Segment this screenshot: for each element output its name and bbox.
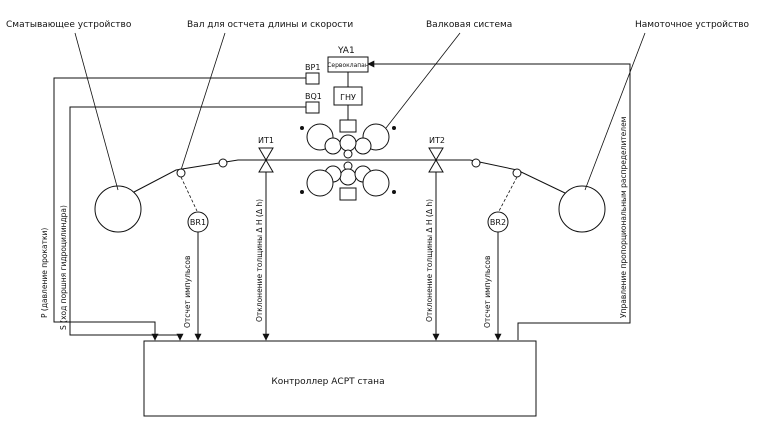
winder-coil — [558, 185, 606, 233]
unwinder-coil — [94, 185, 142, 233]
controller-label: Контроллер АСРТ стана — [271, 377, 384, 387]
stroke-wire — [69, 106, 306, 341]
guide-roller-right — [471, 158, 481, 168]
metal-strip — [133, 159, 566, 194]
bp1-sensor — [305, 72, 320, 85]
stroke-signal-label: S (ход поршня гидроцилиндра) — [59, 205, 68, 330]
roller-leader — [180, 32, 226, 171]
valve-signal-label: Управление пропорциональным распределите… — [619, 117, 628, 318]
unwinder-label: Сматывающее устройство — [6, 20, 132, 30]
pulses2-signal-label: Отсчет импульсов — [483, 256, 492, 328]
unwinder-leader — [74, 32, 119, 191]
ya1-label: YA1 — [337, 46, 355, 56]
bq1-label: BQ1 — [305, 92, 322, 101]
it1-label: ИТ1 — [258, 136, 274, 145]
mill-leader — [385, 32, 461, 129]
roller-label: Вал для остчета длины и скорости — [187, 20, 353, 30]
pressure-signal-label: Р (давление прокатки) — [40, 228, 49, 318]
thickness2-signal-label: Отклонение толщины Δ H (Δ h) — [425, 199, 434, 322]
measuring-roller-right — [512, 168, 522, 178]
winder-leader — [584, 32, 646, 191]
controller-box — [143, 340, 537, 417]
servo-label: Сервоклапан — [327, 62, 369, 69]
br1-link — [180, 176, 198, 212]
gnu-label: ГНУ — [340, 93, 356, 102]
mill-label: Валковая система — [426, 20, 512, 30]
it2-gauge — [428, 147, 444, 173]
winder-label: Намоточное устройство — [635, 20, 750, 30]
br2-label: BR2 — [490, 218, 506, 227]
pressure-wire — [53, 77, 306, 341]
bq1-sensor — [305, 101, 320, 114]
roll-stack — [300, 119, 396, 201]
it2-label: ИТ2 — [429, 136, 445, 145]
it1-gauge — [258, 147, 274, 173]
bp1-label: BP1 — [305, 63, 320, 72]
guide-roller-left — [218, 158, 228, 168]
br2-link — [498, 176, 518, 212]
thickness1-signal-label: Отклонение толщины Δ H (Δ h) — [255, 199, 264, 322]
measuring-roller-left — [176, 168, 186, 178]
valve-control-wire — [367, 60, 631, 340]
pulses1-signal-label: Отсчет импульсов — [183, 256, 192, 328]
br1-label: BR1 — [190, 218, 206, 227]
